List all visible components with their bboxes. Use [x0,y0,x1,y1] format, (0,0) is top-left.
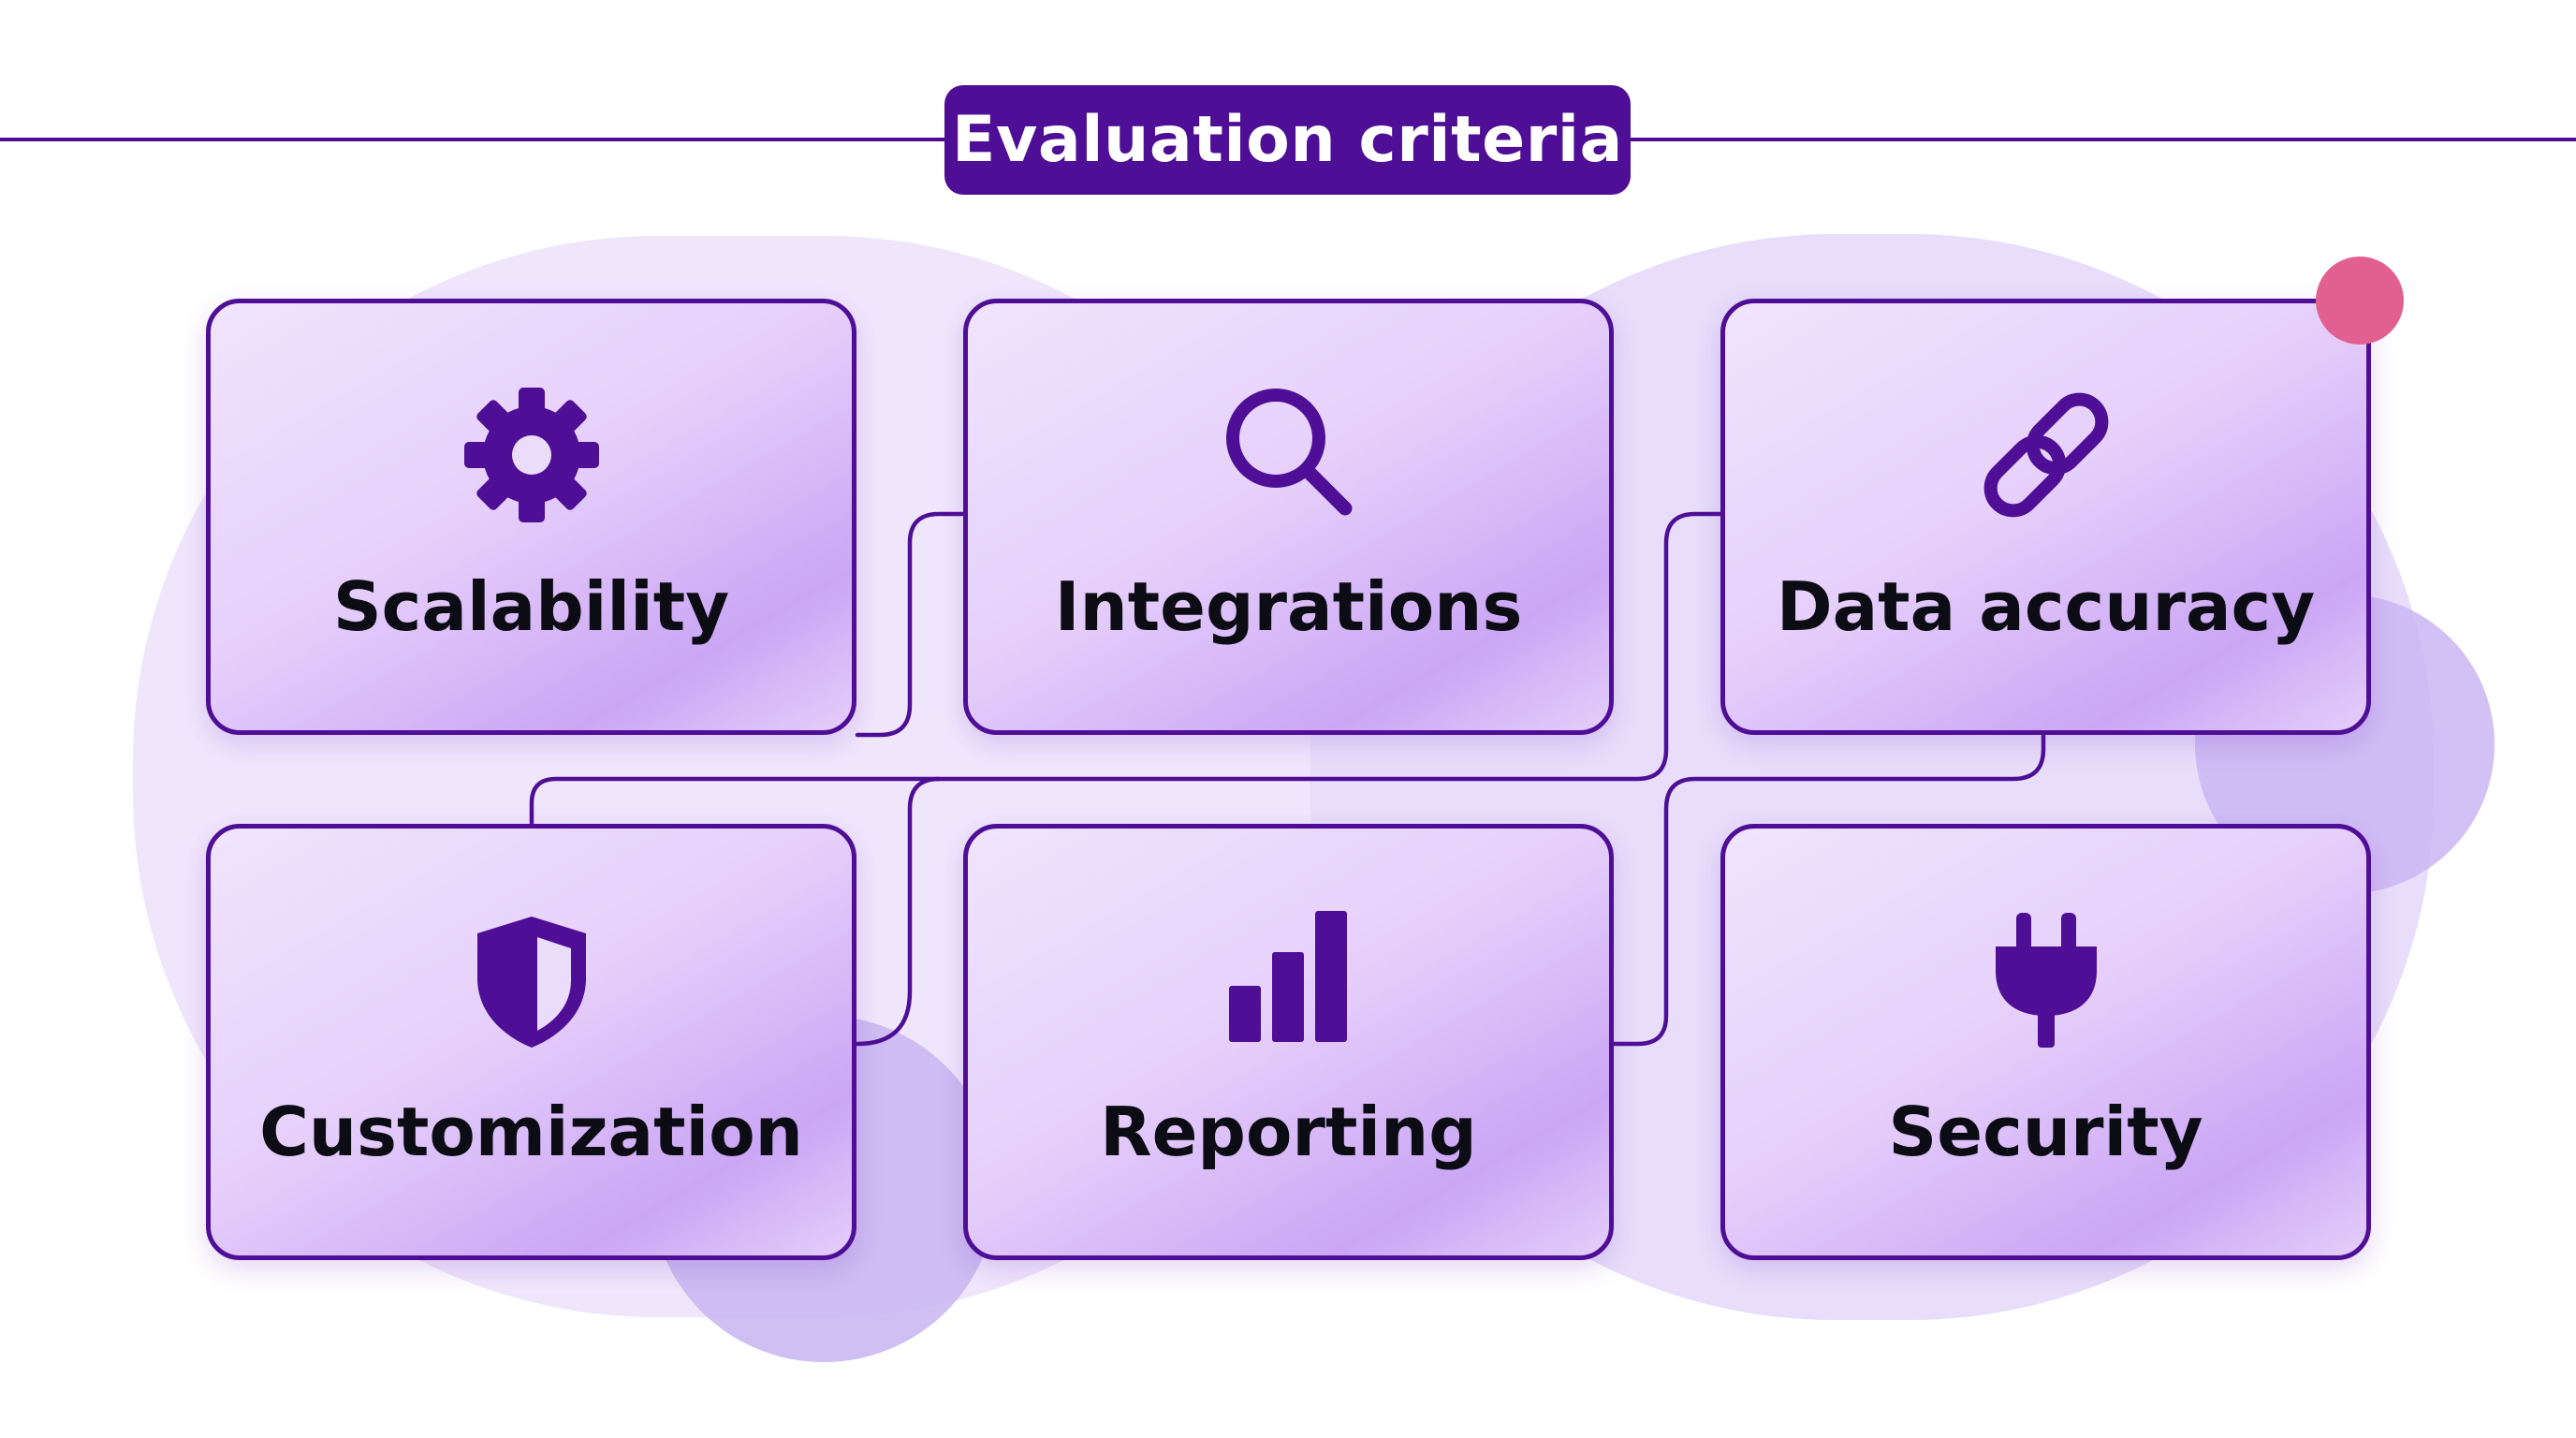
card-label: Scalability [332,567,730,646]
criteria-card-customization: Customization [206,824,856,1260]
card-label: Data accuracy [1776,567,2316,646]
card-label: Reporting [1100,1093,1477,1171]
criteria-card-security: Security [1720,824,2371,1260]
card-label: Integrations [1054,567,1523,646]
plug-icon [1971,905,2121,1055]
connector-lines [529,511,2046,1047]
bar-chart-icon [1214,905,1364,1055]
card-label: Security [1888,1093,2203,1171]
link-icon [1971,380,2121,530]
gear-icon [457,380,607,530]
page-title: Evaluation criteria [944,85,1631,195]
magnifier-icon [1214,380,1364,530]
notification-dot [2316,257,2404,345]
criteria-card-scalability: Scalability [206,299,856,735]
criteria-card-integrations: Integrations [963,299,1614,735]
card-label: Customization [259,1093,803,1171]
criteria-card-reporting: Reporting [963,824,1614,1260]
shield-icon [457,905,607,1055]
criteria-card-data-accuracy: Data accuracy [1720,299,2371,735]
